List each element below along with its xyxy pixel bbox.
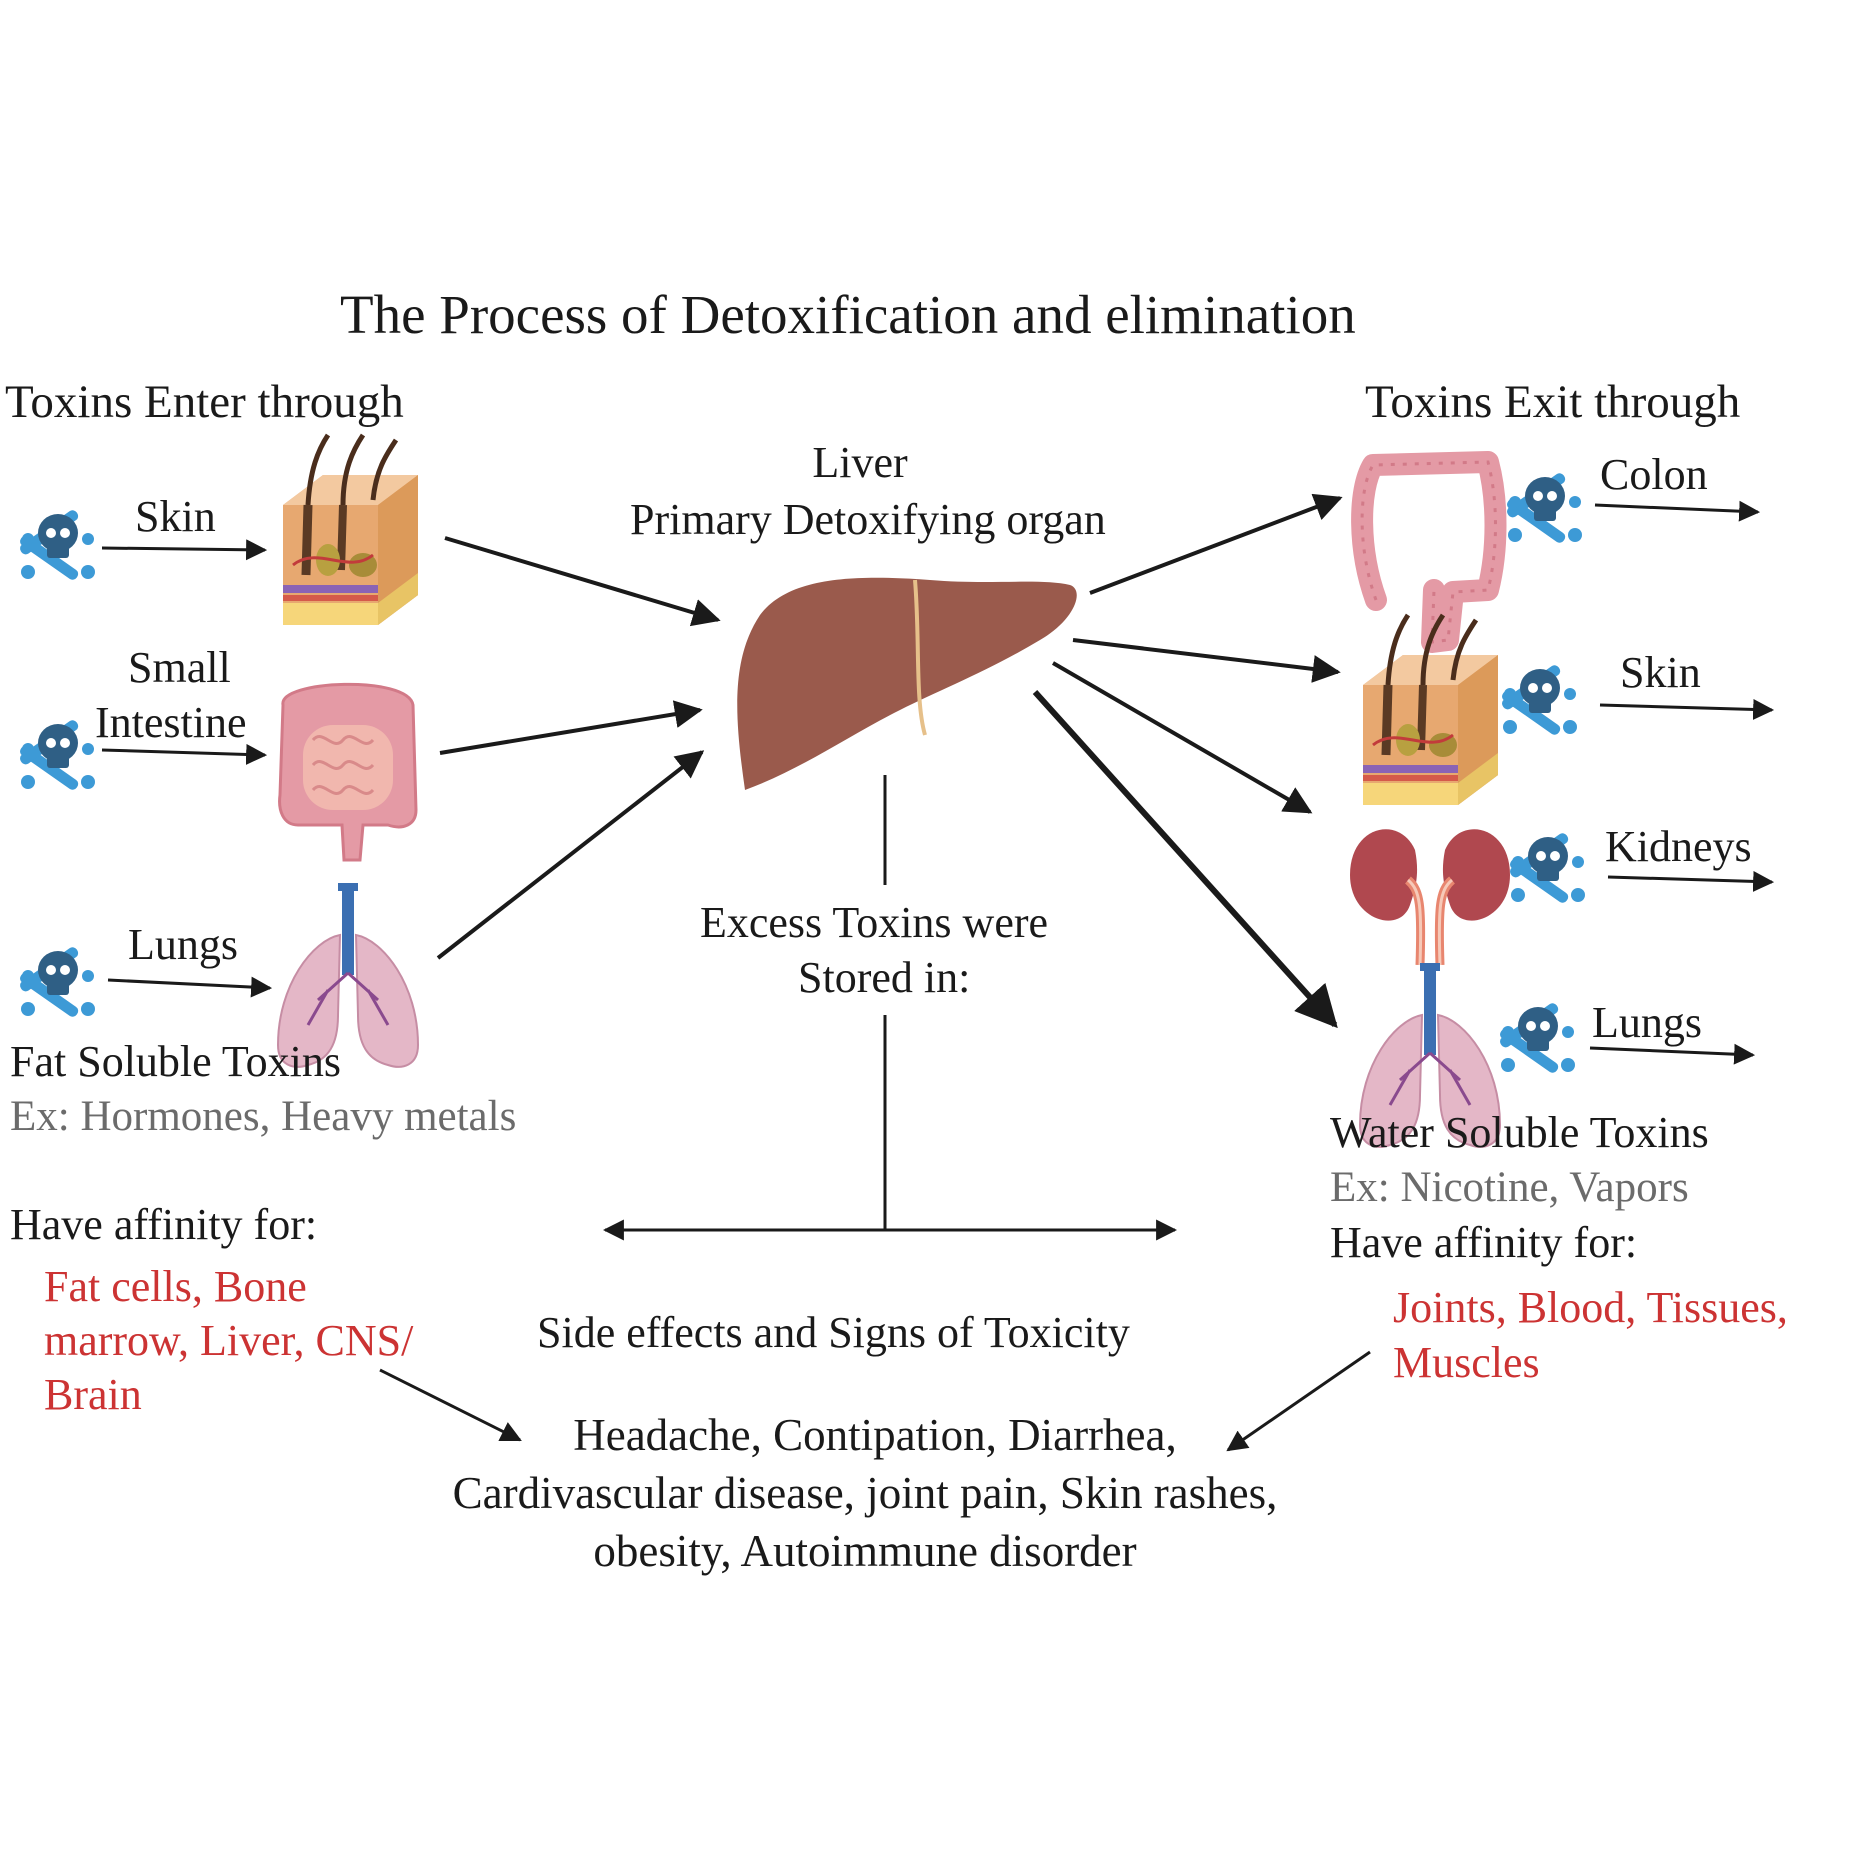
arrow-kidneys-exit: [1607, 870, 1775, 892]
arrow-liver-to-lungs: [1032, 689, 1338, 1029]
arrow-fat-affinity-to-effects: [379, 1368, 522, 1442]
exit-label-colon: Colon: [1600, 450, 1708, 499]
enter-label-skin: Skin: [135, 492, 216, 541]
arrow-liver-to-skin: [1072, 638, 1341, 683]
skull-crossbones-icon: [1508, 831, 1585, 905]
side-effects-line-3: obesity, Autoimmune disorder: [593, 1526, 1137, 1576]
side-effects-line-1: Headache, Contipation, Diarrhea,: [573, 1410, 1177, 1460]
fat-affinity-line-2: marrow, Liver, CNS/: [44, 1316, 414, 1365]
arrow-colon-exit: [1594, 500, 1761, 522]
arrow-skin-exit: [1599, 698, 1775, 720]
skull-crossbones-icon: [1505, 471, 1582, 545]
exit-label-lungs: Lungs: [1592, 998, 1702, 1047]
arrow-lungs-exit: [1589, 1043, 1756, 1065]
fat-affinity-line-1: Fat cells, Bone: [44, 1262, 307, 1311]
fat-affinity-label: Have affinity for:: [10, 1200, 318, 1249]
skin-layers-icon: [1363, 615, 1498, 805]
arrow-intestine-entry: [101, 743, 268, 765]
liver-icon: [737, 577, 1077, 790]
kidneys-icon: [1350, 829, 1510, 965]
exit-heading: Toxins Exit through: [1365, 376, 1741, 428]
liver-name: Liver: [812, 438, 908, 487]
water-soluble-example: Ex: Nicotine, Vapors: [1330, 1164, 1689, 1211]
enter-label-intestine: Intestine: [95, 698, 247, 747]
arrow-skin-entry: [101, 539, 268, 561]
enter-label-lungs: Lungs: [128, 920, 238, 969]
exit-label-kidneys: Kidneys: [1605, 822, 1752, 871]
arrow-lungs-to-liver: [436, 750, 705, 960]
storage-line-2: Stored in:: [798, 953, 971, 1002]
water-affinity-line-1: Joints, Blood, Tissues,: [1393, 1283, 1788, 1332]
intestine-icon: [278, 682, 418, 862]
arrow-liver-to-kidneys: [1051, 661, 1313, 814]
storage-line-1: Excess Toxins were: [700, 898, 1049, 947]
water-soluble-title: Water Soluble Toxins: [1330, 1108, 1709, 1157]
skull-crossbones-icon: [18, 508, 95, 582]
fat-affinity-line-3: Brain: [44, 1370, 142, 1419]
side-effects-heading: Side effects and Signs of Toxicity: [537, 1308, 1130, 1357]
exit-label-skin: Skin: [1620, 648, 1701, 697]
skull-crossbones-icon: [18, 718, 95, 792]
arrow-lungs-entry: [107, 976, 273, 998]
skull-crossbones-icon: [1498, 1001, 1575, 1075]
arrow-water-affinity-to-effects: [1226, 1350, 1371, 1452]
arrow-intestine-to-liver: [439, 700, 703, 755]
skull-crossbones-icon: [18, 945, 95, 1019]
water-affinity-label: Have affinity for:: [1330, 1218, 1638, 1267]
fat-soluble-example: Ex: Hormones, Heavy metals: [10, 1093, 517, 1140]
side-effects-line-2: Cardivascular disease, joint pain, Skin …: [452, 1468, 1278, 1518]
enter-heading: Toxins Enter through: [5, 376, 404, 428]
colon-icon: [1362, 462, 1495, 642]
arrow-liver-to-colon: [1089, 493, 1343, 595]
skin-layers-icon: [283, 435, 418, 625]
water-affinity-line-2: Muscles: [1393, 1338, 1540, 1387]
arrow-skin-to-liver: [444, 536, 721, 627]
enter-label-small: Small: [128, 643, 231, 692]
fat-soluble-title: Fat Soluble Toxins: [10, 1037, 342, 1086]
diagram-title: The Process of Detoxification and elimin…: [340, 284, 1356, 345]
skull-crossbones-icon: [1500, 663, 1577, 737]
liver-role: Primary Detoxifying organ: [630, 495, 1106, 544]
